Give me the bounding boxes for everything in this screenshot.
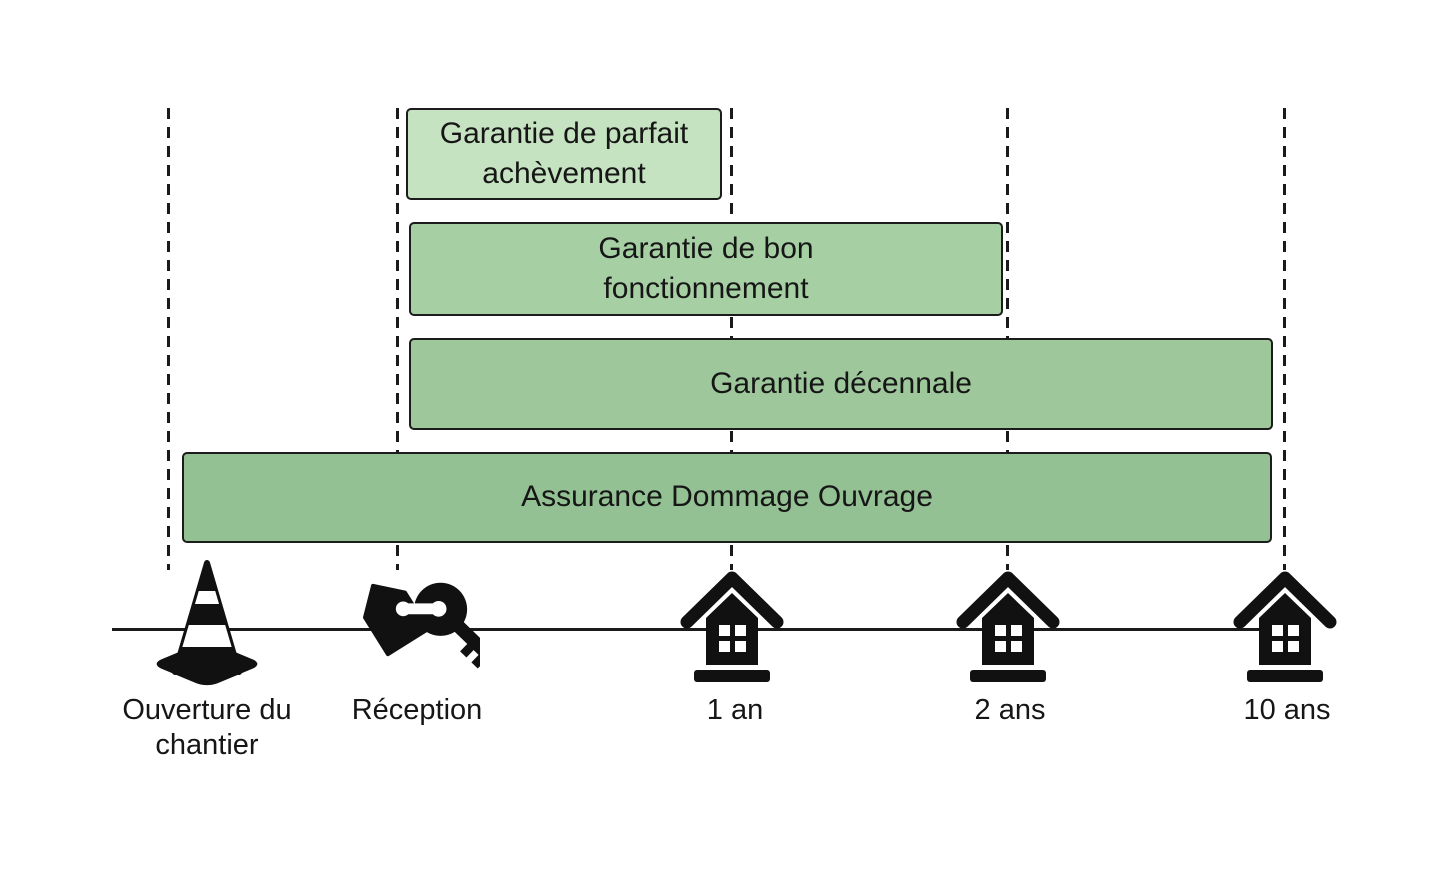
house-icon xyxy=(1233,571,1337,682)
bar-label: Assurance Dommage Ouvrage xyxy=(521,480,933,514)
timeline-axis xyxy=(112,628,1286,631)
bar-assurance-dommage-ouvrage: Assurance Dommage Ouvrage xyxy=(182,452,1272,543)
milestone-label-1an: 1 an xyxy=(706,694,764,726)
bar-label: Garantie de parfait achèvement xyxy=(439,116,689,191)
bar-label: Garantie de bon fonctionnement xyxy=(598,231,814,306)
gridline-ouverture xyxy=(167,108,170,570)
bar-garantie-bon-fonctionnement: Garantie de bon fonctionnement xyxy=(409,222,1003,316)
milestone-label-ouverture: Ouverture du chantier xyxy=(122,694,292,761)
gridline-reception xyxy=(396,108,399,570)
milestone-label-reception: Réception xyxy=(351,694,483,726)
gridline-10ans xyxy=(1283,108,1286,570)
house-icon xyxy=(956,571,1060,682)
house-keys-icon xyxy=(362,582,480,669)
bar-garantie-parfait-achevement: Garantie de parfait achèvement xyxy=(406,108,722,200)
bar-garantie-decennale: Garantie décennale xyxy=(409,338,1273,430)
house-icon xyxy=(680,571,784,682)
milestone-label-2ans: 2 ans xyxy=(974,694,1046,726)
milestone-label-10ans: 10 ans xyxy=(1243,694,1331,726)
bar-label: Garantie décennale xyxy=(710,366,972,400)
traffic-cone-icon xyxy=(156,560,258,686)
